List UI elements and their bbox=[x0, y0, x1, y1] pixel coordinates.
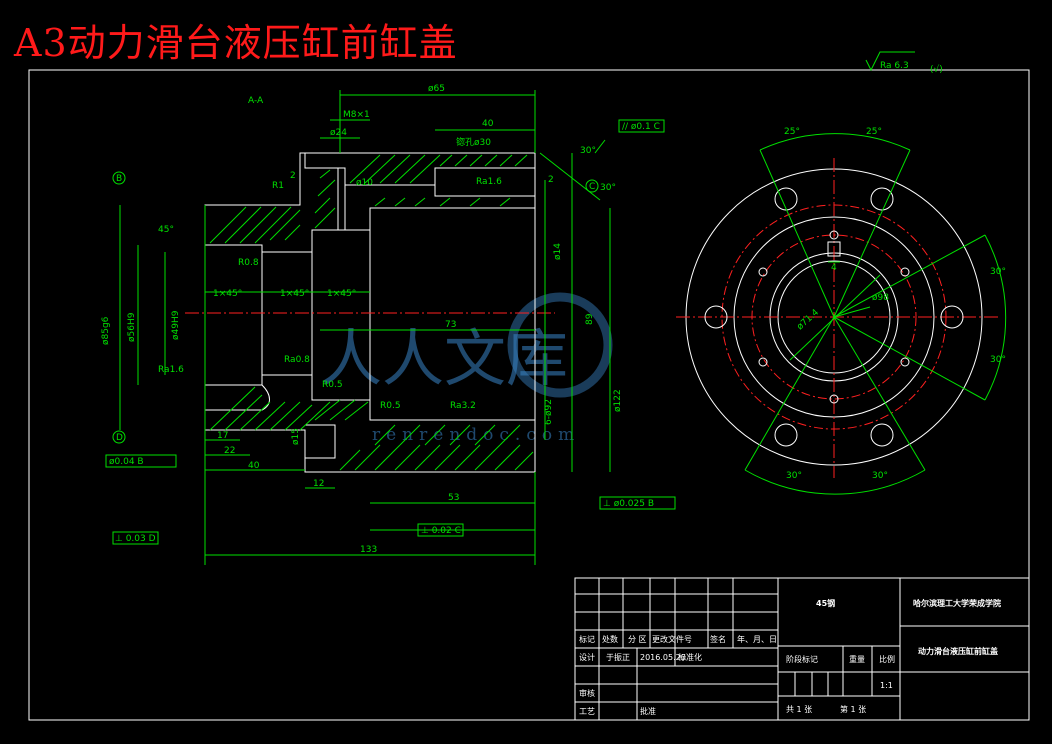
dim-r05: R0.5 bbox=[322, 380, 343, 390]
dim-l17: 17 bbox=[217, 431, 228, 441]
dim-c2: 1×45° bbox=[280, 289, 309, 299]
row-review: 审核 bbox=[579, 688, 595, 698]
dim-30a: 30° bbox=[580, 146, 596, 156]
dim-r05b: R0.5 bbox=[380, 401, 401, 411]
roughness-other: (√) bbox=[930, 64, 943, 75]
row-standard: 标准化 bbox=[678, 652, 702, 662]
end-view: 25° 25° 30° 30° 30° 30° ø98 ø71.4 4 bbox=[676, 127, 1007, 495]
tol-parallel: // ø0.1 C bbox=[622, 122, 660, 132]
dim-d49: ø49H9 bbox=[171, 310, 181, 340]
view-label: A-A bbox=[248, 96, 264, 106]
dim-l133: 133 bbox=[360, 545, 377, 555]
stage-mark: 阶段标记 bbox=[786, 654, 818, 664]
hdr-sign: 签名 bbox=[710, 634, 726, 644]
row-process: 工艺 bbox=[579, 707, 595, 716]
drawing-border bbox=[28, 69, 1030, 721]
section-view: A-A bbox=[101, 84, 676, 565]
angle-30-right1: 30° bbox=[990, 267, 1006, 277]
dim-d92: 6-ø92 bbox=[544, 399, 554, 425]
datum-b: B bbox=[116, 174, 122, 184]
dim-l40-top: 40 bbox=[482, 119, 494, 129]
dim-lb30: 锪孔ø30 bbox=[456, 136, 491, 148]
dim-l22: 22 bbox=[224, 446, 235, 456]
angle-30-bottom2: 30° bbox=[872, 471, 888, 481]
tol-perp-d: ⊥ 0.03 D bbox=[115, 534, 156, 544]
datum-c: C bbox=[589, 182, 595, 192]
dim-a45: 45° bbox=[158, 225, 174, 235]
hdr-count: 处数 bbox=[602, 634, 618, 644]
tol-concentric: ø0.04 B bbox=[109, 457, 144, 467]
rough-ra16: Ra1.6 bbox=[476, 177, 502, 187]
hdr-doc: 更改文件号 bbox=[652, 634, 692, 644]
roughness-general: Ra 6.3 bbox=[880, 61, 909, 71]
sheet-no: 第 1 张 bbox=[840, 704, 866, 714]
material: 45钢 bbox=[816, 598, 835, 608]
dim-d14: ø14 bbox=[553, 243, 563, 260]
angle-30-right2: 30° bbox=[990, 355, 1006, 365]
dim-w4: 4 bbox=[831, 263, 837, 273]
dim-r1: R1 bbox=[272, 181, 284, 191]
watermark-text: 人人文库 bbox=[320, 322, 568, 395]
dim-l73: 73 bbox=[445, 320, 456, 330]
school: 哈尔滨理工大学荣成学院 bbox=[913, 598, 1001, 608]
dim-d10: ø10 bbox=[356, 178, 373, 188]
drawing-title: A3动力滑台液压缸前缸盖 bbox=[14, 21, 458, 65]
dim-2a: 2 bbox=[548, 175, 554, 185]
dim-c3: 1×45° bbox=[327, 289, 356, 299]
rough-ra16b: Ra1.6 bbox=[158, 365, 184, 375]
dim-d71: ø71.4 bbox=[795, 308, 821, 333]
dim-30b: 30° bbox=[600, 183, 616, 193]
dim-d15: ø15 bbox=[291, 428, 301, 445]
angle-30-bottom1: 30° bbox=[786, 471, 802, 481]
angle-25-left: 25° bbox=[784, 127, 800, 137]
scale: 1:1 bbox=[880, 681, 893, 690]
dim-d85: ø85g6 bbox=[101, 316, 111, 345]
row-approve: 批准 bbox=[640, 706, 656, 716]
rough-ra08: Ra0.8 bbox=[284, 355, 310, 365]
designer: 于振正 bbox=[606, 652, 630, 662]
weight: 重量 bbox=[849, 654, 865, 664]
dim-l40: 40 bbox=[248, 461, 260, 471]
hdr-date: 年、月、日 bbox=[737, 634, 777, 644]
ratio: 比例 bbox=[879, 654, 895, 664]
rough-ra32: Ra3.2 bbox=[450, 401, 476, 411]
watermark-url: renrendoc.com bbox=[372, 425, 580, 445]
dim-r08: R0.8 bbox=[238, 258, 259, 268]
dim-d56: ø56H9 bbox=[127, 312, 137, 342]
watermark: 人人文库 renrendoc.com bbox=[320, 292, 613, 445]
dim-d98: ø98 bbox=[872, 293, 889, 303]
hdr-zone: 分 区 bbox=[628, 635, 647, 644]
dim-d122: ø122 bbox=[613, 389, 623, 412]
dim-l53: 53 bbox=[448, 493, 459, 503]
hdr-mark: 标记 bbox=[579, 634, 595, 644]
sheets-total: 共 1 张 bbox=[786, 705, 812, 714]
angle-25-right: 25° bbox=[866, 127, 882, 137]
dim-d24: ø24 bbox=[330, 128, 347, 138]
design-date: 2016.05.20 bbox=[640, 653, 686, 662]
row-design: 设计 bbox=[579, 652, 595, 662]
tol-perp-b: ⊥ ø0.025 B bbox=[603, 499, 654, 509]
dim-d65: ø65 bbox=[428, 84, 445, 94]
dim-m8: M8×1 bbox=[343, 110, 370, 120]
datum-d: D bbox=[116, 433, 123, 443]
dim-c1: 1×45° bbox=[213, 289, 242, 299]
tol-perp-c: ⊥ 0.02 C bbox=[421, 526, 461, 536]
dim-l89: 89 bbox=[585, 313, 595, 325]
title-block: 45钢 哈尔滨理工大学荣成学院 动力滑台液压缸前缸盖 标记 处数 分 区 更改文… bbox=[574, 577, 1030, 721]
dim-l12: 12 bbox=[313, 479, 324, 489]
dim-2b: 2 bbox=[290, 171, 296, 181]
part-name: 动力滑台液压缸前缸盖 bbox=[918, 646, 998, 656]
